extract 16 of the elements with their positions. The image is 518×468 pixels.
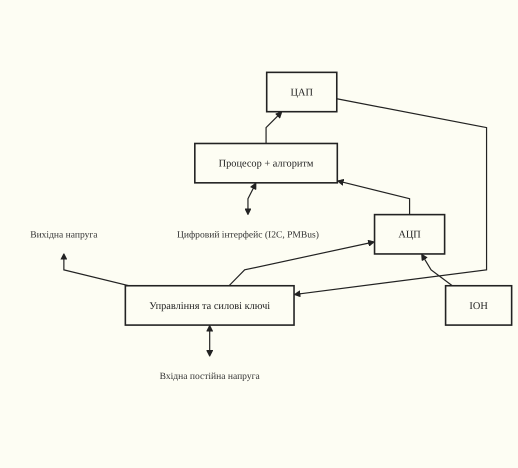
node-text: Вхідна постійна напруга xyxy=(160,370,260,382)
node-box: Управління та силові ключі xyxy=(124,285,295,326)
arrow xyxy=(265,112,282,144)
arrow xyxy=(244,182,256,216)
node-text: Вихідна напруга xyxy=(30,229,98,240)
arrow xyxy=(206,325,214,358)
node-text: Цифровий інтерфейс (I2C, PMBus) xyxy=(177,229,319,240)
arrow xyxy=(337,179,410,215)
node-box: ІОН xyxy=(444,285,512,326)
arrow xyxy=(421,254,453,287)
arrow xyxy=(228,240,375,286)
node-box: ЦАП xyxy=(266,72,338,113)
node-box: Процесор + алгоритм xyxy=(194,143,338,184)
node-box: АЦП xyxy=(374,214,446,256)
arrow xyxy=(60,253,130,287)
arrow xyxy=(294,98,488,298)
